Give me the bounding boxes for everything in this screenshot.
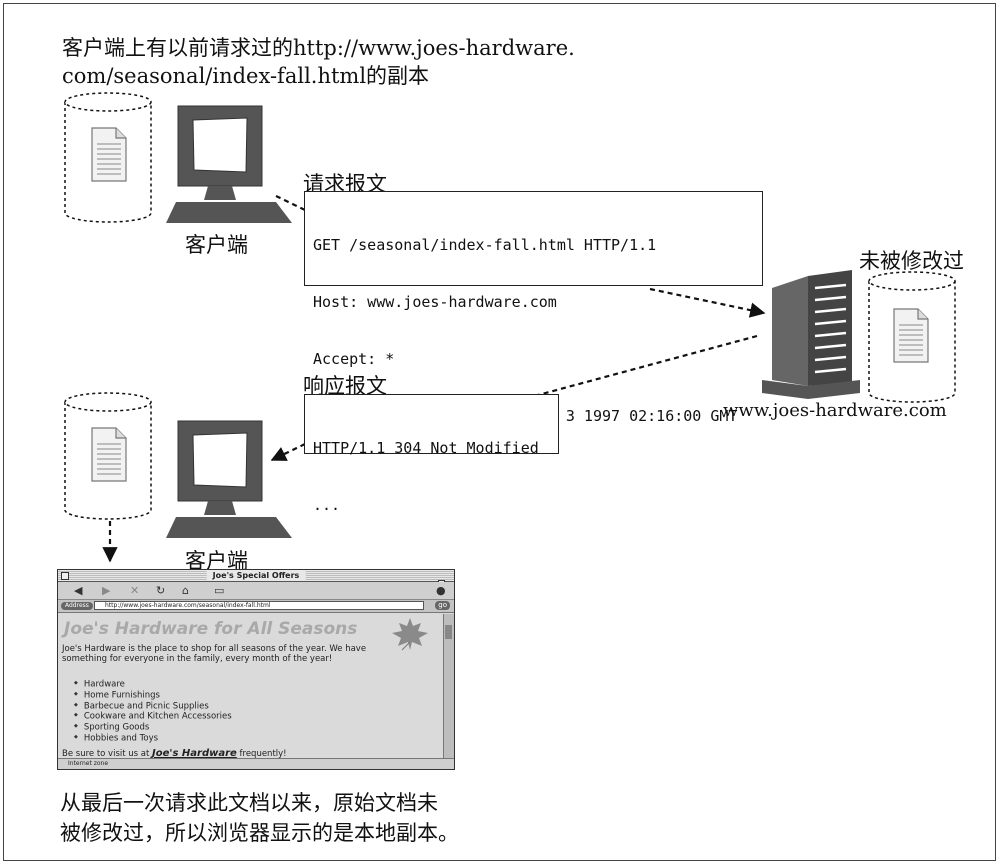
address-bar: Address http://www.joes-hardware.com/sea… [58,600,454,613]
document-icon [893,308,929,363]
list-item: Hobbies and Toys [74,733,232,744]
status-bar: Internet zone [58,758,454,769]
computer-icon [166,105,292,223]
client-label-top: 客户端 [185,233,248,257]
address-label: Address [61,602,93,610]
caption-top: 客户端上有以前请求过的http://www.joes-hardware. com… [62,34,575,90]
response-line: HTTP/1.1 304 Not Modified [313,439,539,457]
arrow-response-to-client [270,443,306,461]
list-item: Sporting Goods [74,722,232,733]
browser-page-content: Joe's Hardware for All Seasons Joe's Har… [58,614,444,759]
caption-top-line1: 客户端上有以前请求过的http://www.joes-hardware. [62,36,575,60]
arrow-request-to-server [649,287,766,318]
back-icon[interactable]: ◀ [74,584,83,597]
document-icon [91,127,127,182]
browser-window: Joe's Special Offers ◀ ▶ ✕ ↻ ⌂ ▭ ● Addre… [57,569,455,770]
close-box-icon[interactable] [61,572,69,580]
list-item: Barbecue and Picnic Supplies [74,701,232,712]
server-host-label: www.joes-hardware.com [723,400,947,421]
scrollbar-thumb[interactable] [445,625,452,639]
caption-bottom: 从最后一次请求此文档以来，原始文档未 被修改过，所以浏览器显示的是本地副本。 [60,788,459,848]
response-line: ... [313,496,341,514]
page-intro: Joe's Hardware is the place to shop for … [62,644,367,664]
computer-icon [166,420,292,538]
connector-server-to-response [526,334,758,400]
caption-top-line2: com/seasonal/index-fall.html的副本 [62,64,430,88]
maple-leaf-icon [392,618,428,651]
list-item: Cookware and Kitchen Accessories [74,711,232,722]
browser-logo-icon: ● [436,584,446,597]
figure-frame [3,3,996,861]
request-line: GET /seasonal/index-fall.html HTTP/1.1 [313,236,657,254]
browser-title-bar: Joe's Special Offers [58,570,454,606]
document-icon [91,427,127,482]
print-icon[interactable]: ▭ [214,584,225,597]
list-item: Hardware [74,679,232,690]
browser-window-title: Joe's Special Offers [206,570,306,581]
stop-icon[interactable]: ✕ [130,584,140,597]
page-title: Joe's Hardware for All Seasons [64,619,358,639]
page-item-list: Hardware Home Furnishings Barbecue and P… [74,679,232,744]
caption-bottom-line2: 被修改过，所以浏览器显示的是本地副本。 [60,821,459,845]
page-footer: Be sure to visit us at Joe's Hardware fr… [62,749,287,760]
response-message-box: HTTP/1.1 304 Not Modified ... [304,394,559,514]
server-icon [762,270,860,399]
refresh-icon[interactable]: ↻ [156,584,166,597]
window-buttons [437,572,451,606]
request-line: Host: www.joes-hardware.com [313,293,557,311]
scrollbar[interactable] [443,614,454,759]
request-message-box: GET /seasonal/index-fall.html HTTP/1.1 H… [304,191,763,425]
footer-prefix: Be sure to visit us at [62,749,153,759]
not-modified-label: 未被修改过 [859,249,964,273]
footer-brand-link[interactable]: Joe's Hardware [152,748,237,759]
browser-toolbar: ◀ ▶ ✕ ↻ ⌂ ▭ ● [58,582,454,600]
request-line: Accept: * [313,350,395,368]
footer-suffix: frequently! [236,749,287,759]
list-item: Home Furnishings [74,690,232,701]
home-icon[interactable]: ⌂ [182,584,189,597]
caption-bottom-line1: 从最后一次请求此文档以来，原始文档未 [60,791,438,815]
forward-icon[interactable]: ▶ [102,584,111,597]
go-button[interactable]: go [435,601,450,610]
address-input[interactable]: http://www.joes-hardware.com/seasonal/in… [94,601,424,610]
